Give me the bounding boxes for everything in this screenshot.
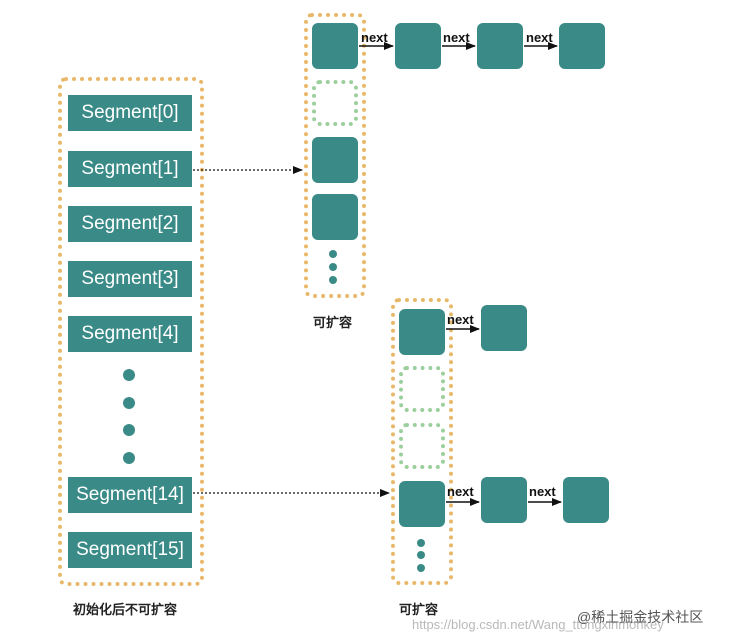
next-label: next <box>529 484 556 499</box>
hash-table-2-caption: 可扩容 <box>399 602 439 617</box>
empty-bucket <box>399 366 445 412</box>
next-label: next <box>443 30 470 45</box>
segment-3: Segment[3] <box>68 261 192 297</box>
ellipsis-dot <box>417 564 425 572</box>
segment-array-caption: 初始化后不可扩容 <box>73 602 178 617</box>
bucket-node <box>312 23 358 69</box>
ellipsis-dot <box>329 250 337 258</box>
segment-2: Segment[2] <box>68 206 192 242</box>
hash-table-1-caption: 可扩容 <box>313 315 353 330</box>
empty-bucket <box>312 80 358 126</box>
linked-node <box>481 305 527 351</box>
ellipsis-dot <box>329 263 337 271</box>
hash-table-1-container <box>304 13 366 298</box>
linked-node <box>395 23 441 69</box>
ellipsis-dot <box>123 369 135 381</box>
ellipsis-dot <box>329 276 337 284</box>
linked-node <box>563 477 609 523</box>
segment-0: Segment[0] <box>68 95 192 131</box>
next-label: next <box>447 312 474 327</box>
segment-15: Segment[15] <box>68 532 192 568</box>
hash-table-2-container <box>391 298 453 585</box>
segment-4: Segment[4] <box>68 316 192 352</box>
linked-node <box>559 23 605 69</box>
ellipsis-dot <box>123 397 135 409</box>
segment-1: Segment[1] <box>68 151 192 187</box>
ellipsis-dot <box>417 551 425 559</box>
ellipsis-dot <box>417 539 425 547</box>
ellipsis-dot <box>123 452 135 464</box>
bucket-node <box>312 137 358 183</box>
bucket-node <box>399 481 445 527</box>
watermark-brand: @稀土掘金技术社区 <box>577 609 704 625</box>
next-label: next <box>447 484 474 499</box>
segment-14: Segment[14] <box>68 477 192 513</box>
ellipsis-dot <box>123 424 135 436</box>
empty-bucket <box>399 423 445 469</box>
linked-node <box>481 477 527 523</box>
next-label: next <box>361 30 388 45</box>
bucket-node <box>312 194 358 240</box>
linked-node <box>477 23 523 69</box>
bucket-node <box>399 309 445 355</box>
next-label: next <box>526 30 553 45</box>
watermark-url: https://blog.csdn.net/Wang_ttongxinmonke… <box>412 617 664 632</box>
segment-array-container <box>58 77 204 586</box>
